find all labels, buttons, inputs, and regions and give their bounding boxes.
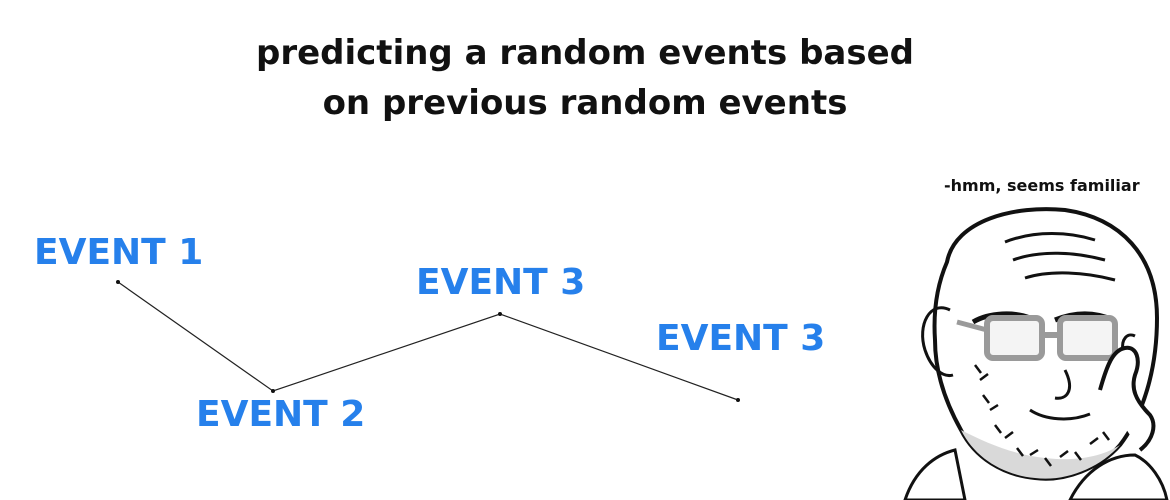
event-connector-line bbox=[117, 281, 739, 401]
event-4-point bbox=[736, 398, 740, 402]
title-line-1: predicting a random events based bbox=[256, 33, 914, 73]
event-4-label: EVENT 3 bbox=[656, 318, 826, 359]
event-1-label: EVENT 1 bbox=[34, 232, 204, 273]
wojak-glasses-face-icon bbox=[903, 207, 1169, 500]
event-2-label: EVENT 2 bbox=[196, 394, 366, 435]
event-3-point bbox=[498, 312, 502, 316]
face-caption: -hmm, seems familiar bbox=[944, 176, 1140, 195]
title-line-2: on previous random events bbox=[322, 83, 848, 123]
event-2-point bbox=[271, 389, 275, 393]
event-1-point bbox=[116, 280, 120, 284]
event-3-label: EVENT 3 bbox=[416, 262, 586, 303]
meme-title: predicting a random events based on prev… bbox=[0, 28, 1170, 128]
